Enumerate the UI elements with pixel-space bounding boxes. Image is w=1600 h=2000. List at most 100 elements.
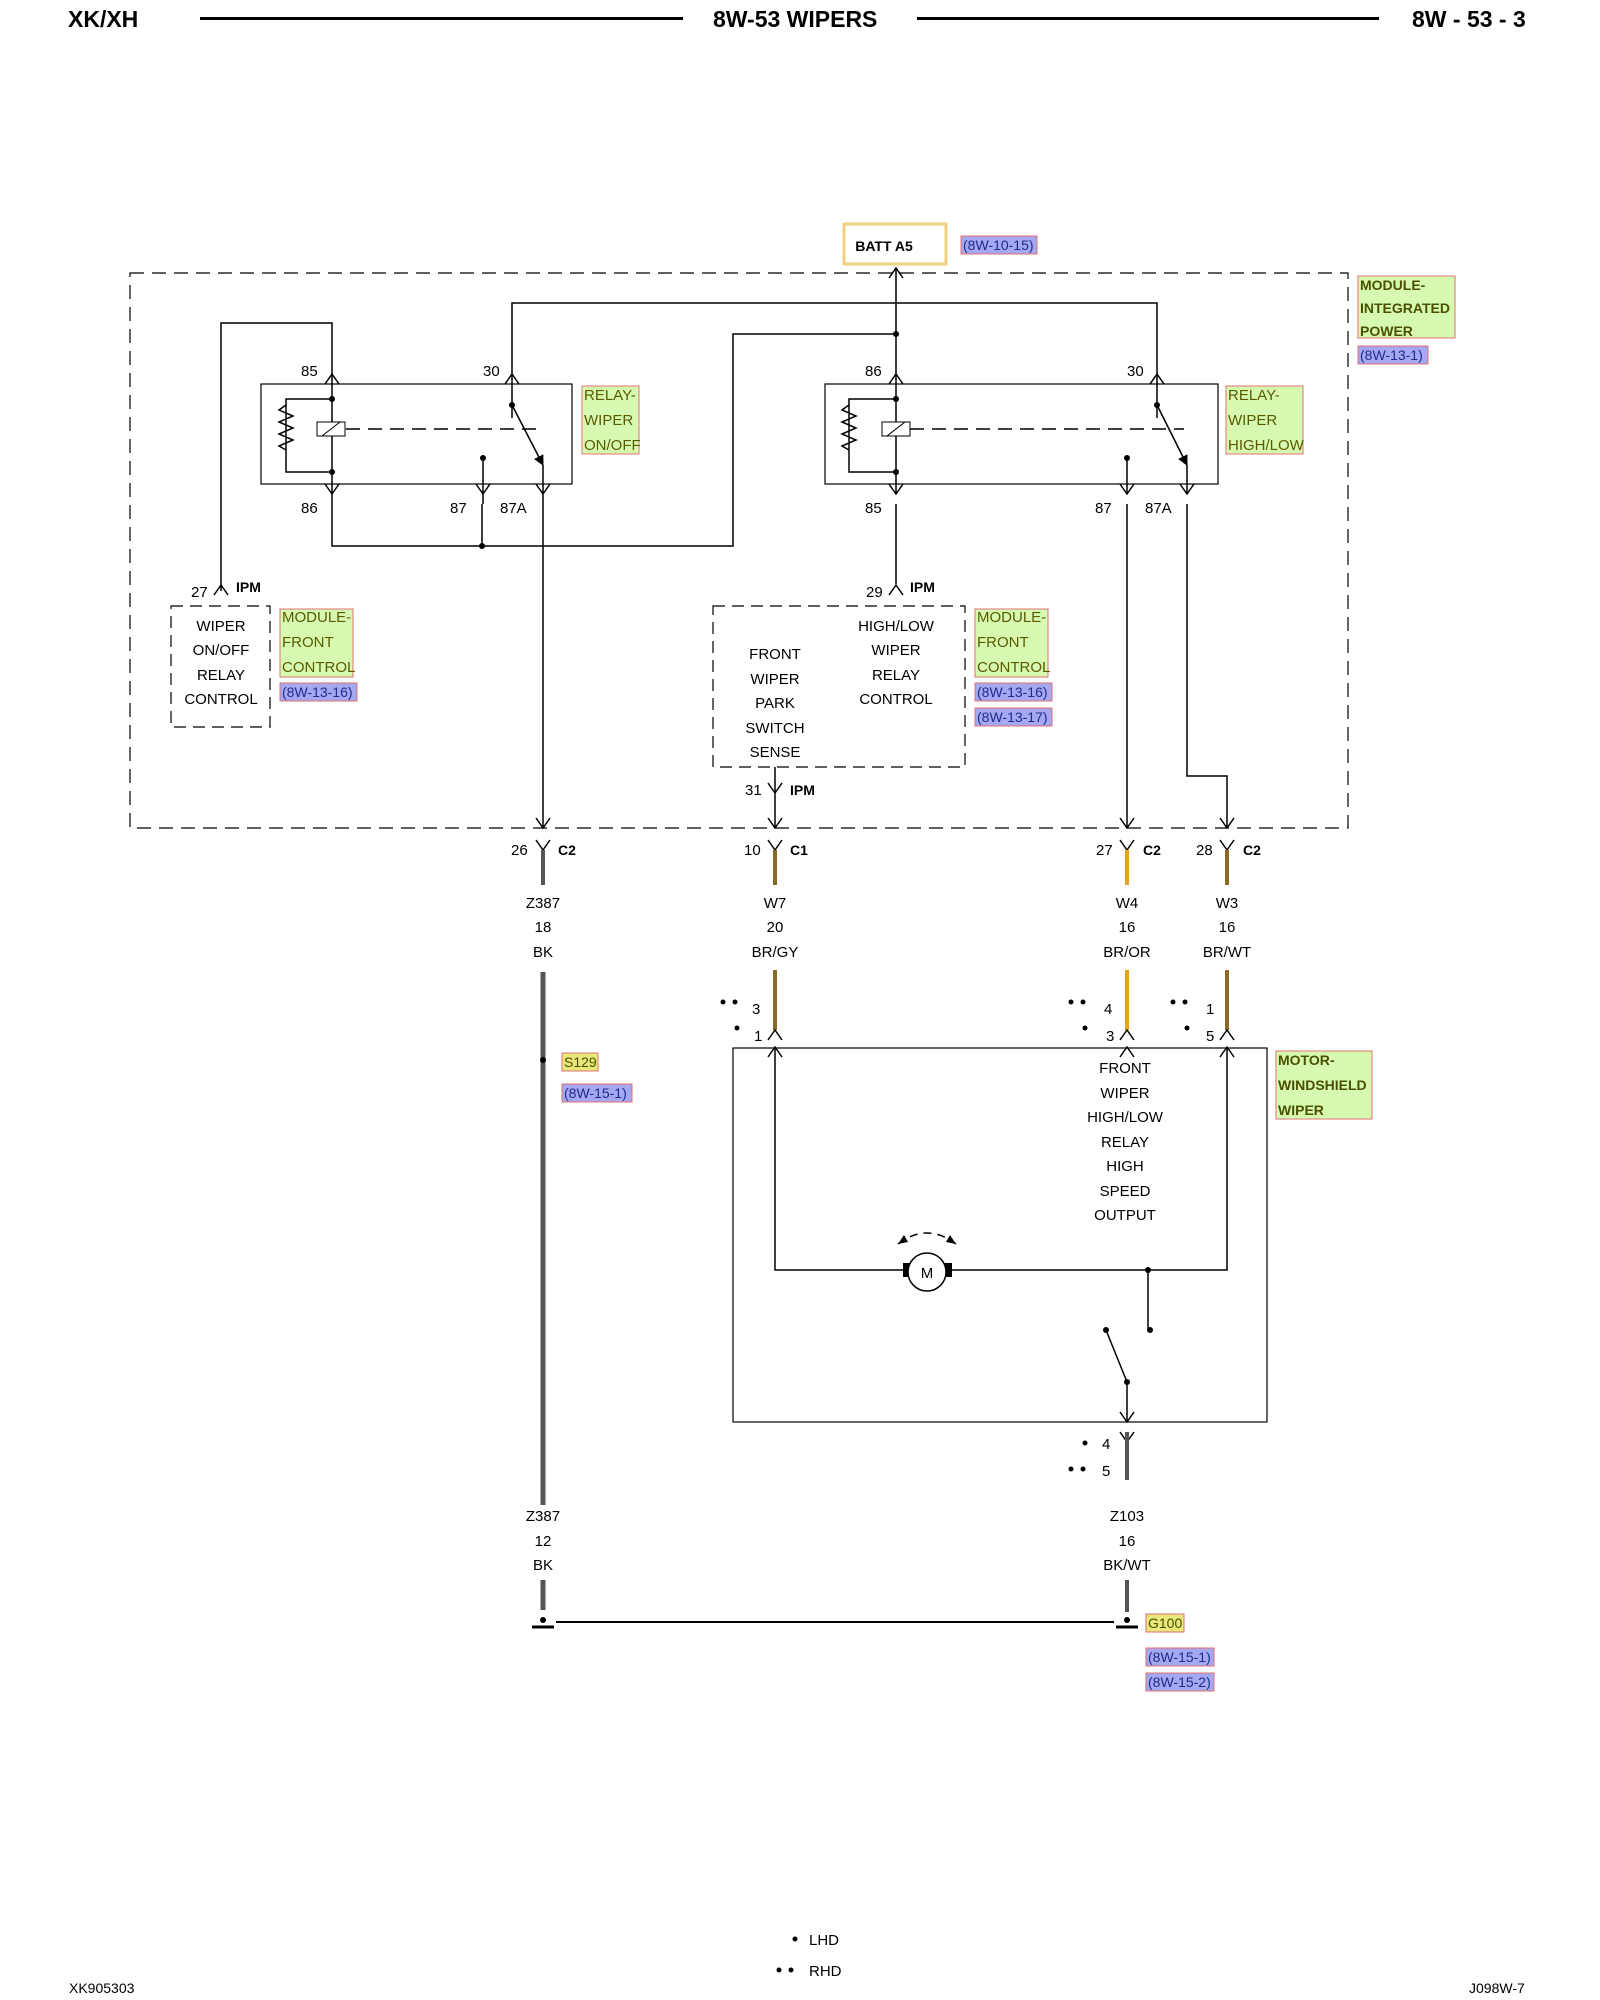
ground-ref-box-1 [1145,1647,1215,1667]
relay-hilo-name-1: RELAY- [1228,387,1280,404]
batt-box [842,222,948,266]
legend: LHD RHD [776,1932,842,1980]
header-left: XK/XH [68,6,139,32]
fcm-name-2a: MODULE- [977,609,1046,626]
svg-text:87: 87 [1095,500,1112,517]
svg-text:C1: C1 [790,842,808,858]
svg-text:FRONT: FRONT [1099,1060,1151,1077]
fcm-pin-27: 27 [191,584,208,601]
svg-text:85: 85 [865,500,882,517]
svg-text:FRONT: FRONT [749,646,801,663]
ipm-tag-29: IPM [910,579,935,595]
ipm-name-3: POWER [1360,323,1413,339]
relay-hilo-name-3: HIGH/LOW [1228,437,1305,454]
fcm-name-1c: CONTROL [282,659,355,676]
fcm-ref-1[interactable]: (8W-13-16) [282,684,353,700]
svg-text:SENSE: SENSE [750,744,801,761]
fcm-label-box-1 [279,608,354,678]
ipm-connectors [535,817,1235,852]
svg-text:W3: W3 [1216,895,1239,912]
page-title: 8W-53 WIPERS [713,6,878,32]
svg-text:16: 16 [1119,919,1136,936]
svg-text:27: 27 [1096,842,1113,859]
ground-name: G100 [1148,1615,1182,1631]
svg-text:W4: W4 [1116,895,1139,912]
svg-text:BK/WT: BK/WT [1103,1557,1151,1574]
ipm-name-1: MODULE- [1360,277,1426,293]
svg-text:PARK: PARK [755,695,795,712]
relay-hilo-label-box [1225,385,1304,455]
relay-interconnect-wires [331,504,897,584]
svg-text:WIPER: WIPER [871,642,920,659]
svg-text:16: 16 [1219,919,1236,936]
svg-text:16: 16 [1119,1533,1136,1550]
ipm-label-box [1357,275,1456,339]
relay-hilo-pin-labels: 86 30 85 87 87A [865,363,1172,517]
splice-ref[interactable]: (8W-15-1) [564,1085,627,1101]
batt-ref-box [960,235,1038,255]
fcm-name-2b: FRONT [977,634,1029,651]
splice-ref-box [561,1083,633,1103]
motor-name-3: WIPER [1278,1102,1324,1118]
svg-text:1: 1 [754,1028,762,1045]
svg-text:10: 10 [744,842,761,859]
svg-text:RELAY: RELAY [1101,1134,1149,1151]
ipm-ref-box [1357,345,1429,365]
legend-rhd: RHD [809,1963,842,1980]
relay-onoff-name-2: WIPER [584,412,633,429]
header-rule-right [917,17,1379,20]
fcm-hilo-text: HIGH/LOW WIPER RELAY CONTROL [858,618,935,708]
fcm-label-box-2 [974,608,1049,678]
connector-labels: 26 C2 10 C1 27 C2 28 C2 [511,842,1261,859]
svg-text:30: 30 [483,363,500,380]
fcm-name-1b: FRONT [282,634,334,651]
fcm-ref-box-1 [279,682,358,702]
motor-feed-wires [773,970,1229,1030]
svg-text:86: 86 [301,500,318,517]
fcm-onoff-box [170,605,271,728]
wire-labels-bottom: Z387 12 BK Z103 16 BK/WT [526,1508,1151,1574]
fcm-pin-31: 31 [745,782,762,799]
svg-text:WIPER: WIPER [750,671,799,688]
svg-text:Z103: Z103 [1110,1508,1144,1525]
ipm-ref[interactable]: (8W-13-1) [1360,347,1423,363]
ipm-name-2: INTEGRATED [1360,300,1450,316]
svg-text:5: 5 [1206,1028,1214,1045]
fcm-pin-29: 29 [866,584,883,601]
svg-text:87A: 87A [500,500,527,517]
svg-text:C2: C2 [1143,842,1161,858]
batt-ref[interactable]: (8W-10-15) [963,237,1034,253]
svg-text:4: 4 [1104,1001,1112,1018]
fcm-ref-2a[interactable]: (8W-13-16) [977,684,1048,700]
svg-text:W7: W7 [764,895,787,912]
fcm-name-2c: CONTROL [977,659,1050,676]
relay-hilo-name-2: WIPER [1228,412,1277,429]
svg-text:5: 5 [1102,1463,1110,1480]
wire-labels-top: Z387 18 BK W7 20 BR/GY W4 16 BR/OR W3 16… [526,895,1251,961]
header-rule-left [200,17,683,20]
svg-text:OUTPUT: OUTPUT [1094,1207,1156,1224]
fcm-ref-box-2b [974,707,1053,727]
fcm-ref-2b[interactable]: (8W-13-17) [977,709,1048,725]
ground-ref-2[interactable]: (8W-15-2) [1148,1674,1211,1690]
batt-arrow [888,266,904,279]
ground-ref-1[interactable]: (8W-15-1) [1148,1649,1211,1665]
motor-symbol-label: M [921,1265,934,1282]
svg-text:WIPER: WIPER [1100,1085,1149,1102]
svg-text:3: 3 [752,1001,760,1018]
splice-box [561,1052,599,1072]
svg-text:18: 18 [535,919,552,936]
splice-name: S129 [564,1054,597,1070]
motor-symbol [907,1252,947,1292]
svg-text:BR/GY: BR/GY [752,944,799,961]
relay-onoff-box [260,383,573,485]
svg-text:Z387: Z387 [526,1508,560,1525]
motor-box [732,1047,1268,1423]
svg-text:RELAY: RELAY [872,667,920,684]
ground-ref-box-2 [1145,1672,1215,1692]
relay-onoff-label-box [581,385,640,455]
svg-text:3: 3 [1106,1028,1114,1045]
fcm-onoff-text: WIPER ON/OFF RELAY CONTROL [184,618,257,708]
relay-onoff-internals [277,372,551,504]
svg-text:28: 28 [1196,842,1213,859]
